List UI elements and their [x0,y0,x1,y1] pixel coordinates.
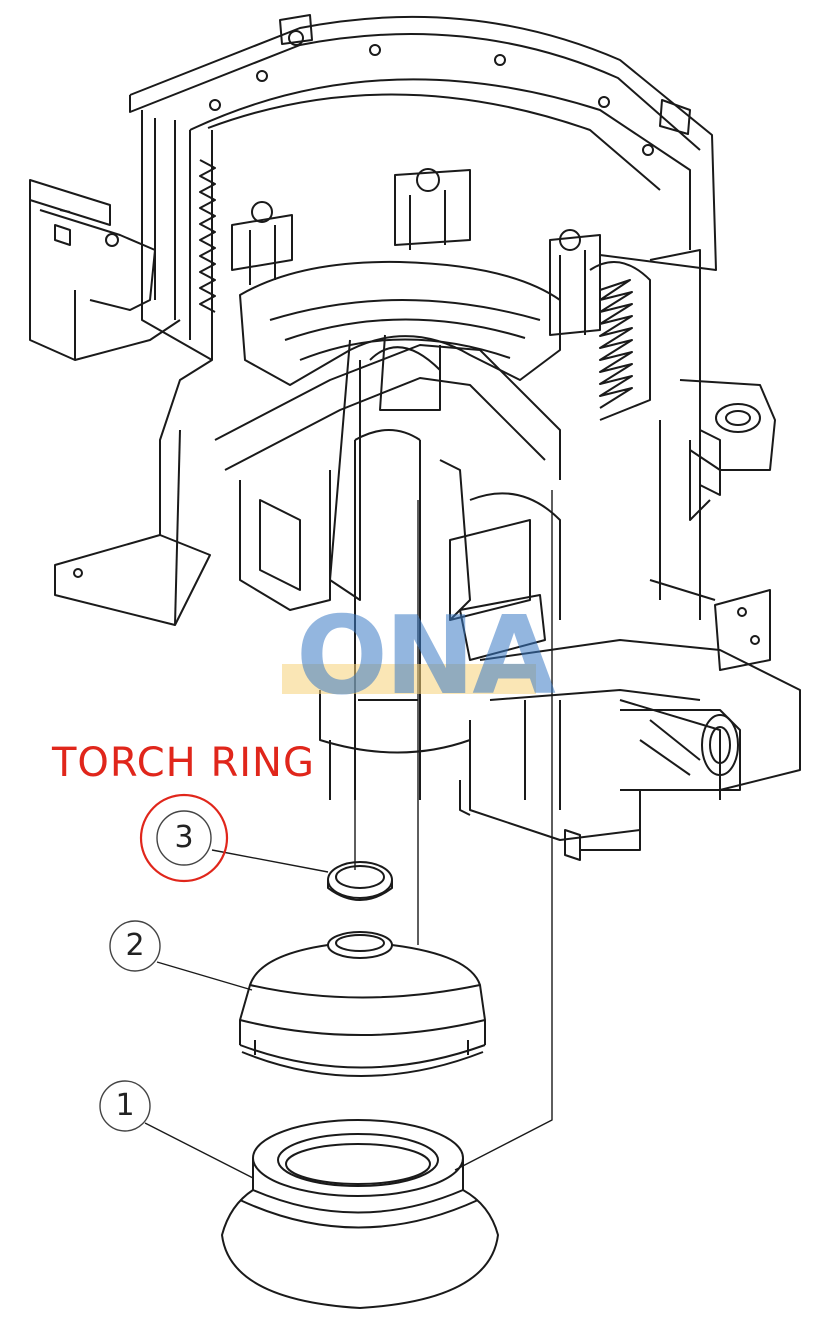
socket-part [221,1119,499,1309]
watermark-logo: ONA [296,594,556,719]
callout-1-label: 1 [115,1088,135,1123]
watermark-bar [282,664,536,694]
callout-2-circle [109,920,161,972]
callout-2-label: 2 [125,928,145,963]
callout-1-circle [99,1080,151,1132]
callout-3-circle [156,810,212,866]
callout-3-highlight-circle [139,793,229,883]
cone-cap-part [239,931,486,1077]
assembly-lines [354,450,553,1171]
torch-ring-part [327,861,393,901]
callout-leaders [144,849,329,1179]
part-title: TORCH RING [52,740,315,786]
crusher-body [29,14,801,861]
callout-3-label: 3 [174,820,194,855]
